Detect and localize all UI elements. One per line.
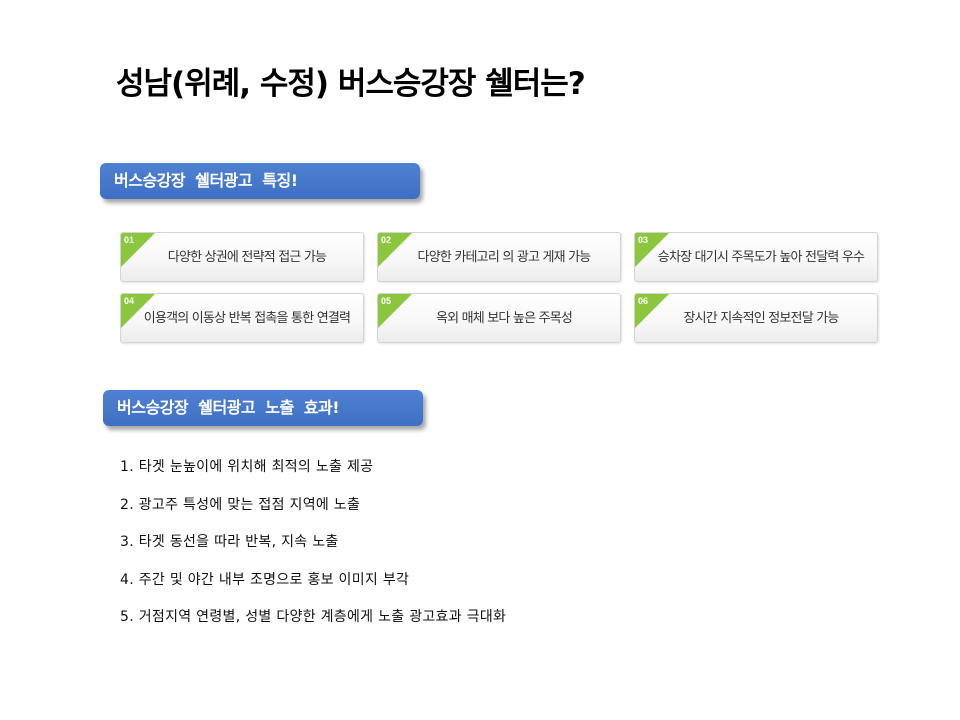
feature-number: 01 xyxy=(124,235,135,245)
corner-badge-icon xyxy=(121,233,155,267)
feature-card: 06 장시간 지속적인 정보전달 가능 xyxy=(634,293,878,343)
feature-number: 02 xyxy=(381,235,392,245)
feature-number: 06 xyxy=(638,296,649,306)
corner-badge-icon xyxy=(378,294,412,328)
features-banner: 버스승강장 쉘터광고 특징! xyxy=(100,163,420,199)
feature-number: 04 xyxy=(124,296,135,306)
list-item: 1. 타겟 눈높이에 위치해 최적의 노출 제공 xyxy=(120,459,374,475)
feature-text: 승차장 대기시 주목도가 높아 전달력 우수 xyxy=(657,250,865,265)
corner-badge-icon xyxy=(121,294,155,328)
effects-list: 1. 타겟 눈높이에 위치해 최적의 노출 제공 2. 광고주 특성에 맞는 접… xyxy=(120,456,506,644)
list-item: 5. 거점지역 연령별, 성별 다양한 계층에게 노출 광고효과 극대화 xyxy=(120,609,507,625)
list-item: 2. 광고주 특성에 맞는 접점 지역에 노출 xyxy=(120,496,361,513)
feature-card: 04 이용객의 이동상 반복 접촉을 통한 연결력 xyxy=(120,293,364,343)
feature-card: 02 다양한 카테고리 의 광고 게재 가능 xyxy=(377,232,621,282)
feature-text: 장시간 지속적인 정보전달 가능 xyxy=(683,311,839,326)
effects-banner: 버스승강장 쉘터광고 노출 효과! xyxy=(103,390,423,426)
feature-number: 03 xyxy=(638,235,649,245)
features-grid: 01 다양한 상권에 전략적 접근 가능 02 다양한 카테고리 의 광고 게재… xyxy=(120,232,882,346)
corner-badge-icon xyxy=(635,294,669,328)
feature-text: 이용객의 이동상 반복 접촉을 통한 연결력 xyxy=(143,311,351,326)
list-item: 3. 타겟 동선을 따라 반복, 지속 노출 xyxy=(120,534,339,550)
feature-text: 다양한 카테고리 의 광고 게재 가능 xyxy=(417,250,592,265)
feature-number: 05 xyxy=(381,296,392,306)
corner-badge-icon xyxy=(635,233,669,267)
corner-badge-icon xyxy=(378,233,412,267)
list-item: 4. 주간 및 야간 내부 조명으로 홍보 이미지 부각 xyxy=(120,571,410,588)
feature-card: 03 승차장 대기시 주목도가 높아 전달력 우수 xyxy=(634,232,878,282)
feature-card: 05 옥외 매체 보다 높은 주목성 xyxy=(377,293,621,343)
feature-card: 01 다양한 상권에 전략적 접근 가능 xyxy=(120,232,364,282)
feature-text: 옥외 매체 보다 높은 주목성 xyxy=(435,311,573,326)
feature-text: 다양한 상권에 전략적 접근 가능 xyxy=(167,250,327,265)
page-title: 성남(위례, 수정) 버스승강장 쉘터는? xyxy=(116,66,586,102)
